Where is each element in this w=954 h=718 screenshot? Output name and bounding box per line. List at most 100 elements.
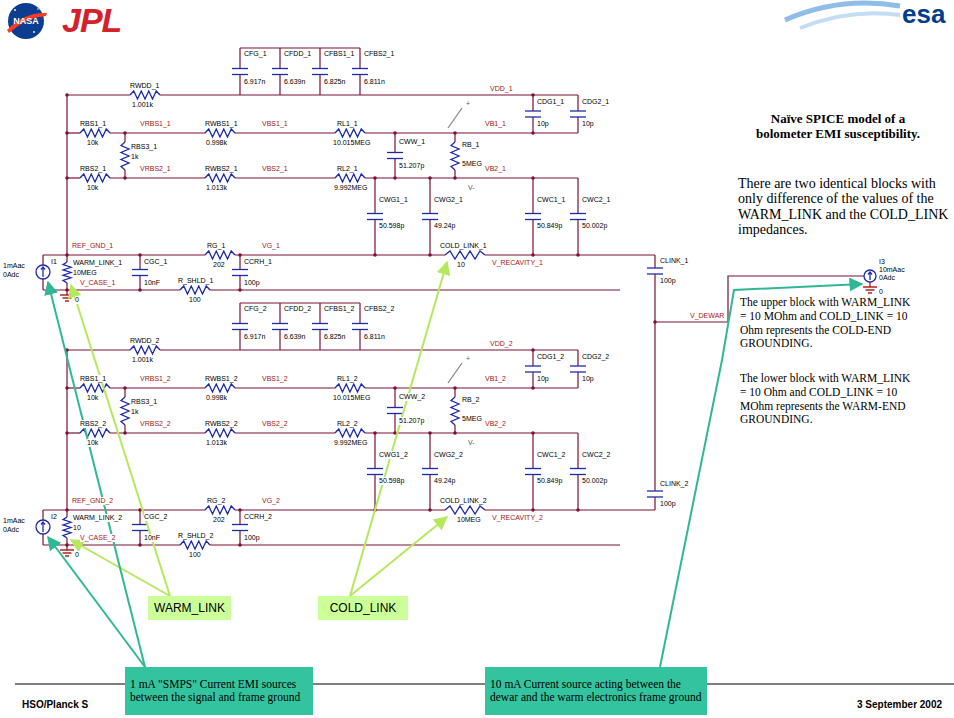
component-label: 49.24p <box>434 222 455 230</box>
leader-lines <box>48 262 862 667</box>
capacitor-symbol <box>352 74 368 75</box>
capacitor-symbol <box>525 116 541 117</box>
component-label: 10MEG <box>73 269 97 277</box>
wire <box>67 349 130 350</box>
current-source-arrow <box>41 267 45 270</box>
note-text: The lower block with WARM_LINK = 10 Ohm … <box>740 372 918 427</box>
net-name: VB2_1 <box>485 165 506 173</box>
wire <box>654 497 655 510</box>
component-label: CLINK_2 <box>660 480 688 488</box>
capacitor-symbol <box>367 213 383 214</box>
wire <box>654 274 655 322</box>
capacitor-symbol <box>272 68 288 69</box>
component-label: 100p <box>660 277 676 285</box>
current-source-symbol <box>36 520 50 534</box>
wire <box>239 255 240 270</box>
component-label: 1.001k <box>132 356 153 364</box>
component-label: 0Adc <box>3 271 19 279</box>
wire <box>235 509 445 510</box>
junction-dot <box>393 131 397 135</box>
capacitor-symbol <box>570 110 586 111</box>
resistor-symbol <box>130 91 160 99</box>
wire <box>239 531 240 546</box>
capacitor-symbol <box>525 365 541 366</box>
component-label: 1k <box>131 153 138 161</box>
ground-symbol <box>65 555 69 556</box>
wire <box>235 254 445 255</box>
wire <box>67 387 80 388</box>
net-name: VB1_2 <box>485 375 506 383</box>
wire <box>869 282 870 287</box>
wire <box>239 303 240 324</box>
component-label: CWC2_1 <box>582 196 610 204</box>
wire <box>239 276 240 291</box>
component-label: CDG1_1 <box>537 98 564 106</box>
component-label: CFBS1_1 <box>324 50 354 58</box>
component-label: CWC1_2 <box>537 451 565 459</box>
component-label: 6.825n <box>324 333 345 341</box>
net-name: VRBS1_1 <box>140 120 171 128</box>
capacitor-symbol <box>422 474 438 475</box>
wire <box>66 95 67 255</box>
junction-dot <box>531 431 535 435</box>
net-name: VRBS2_1 <box>140 165 171 173</box>
component-label: RWBS2_2 <box>205 420 238 428</box>
junction-dot <box>428 253 432 257</box>
nasa-star <box>37 8 39 10</box>
component-label: 1.013k <box>206 184 227 192</box>
component-label: 6.917n <box>244 78 265 86</box>
control-lead <box>448 363 462 383</box>
capacitor-symbol <box>367 474 383 475</box>
component-label: 0Adc <box>3 526 19 534</box>
note-text: The upper block with WARM_LINK = 10 MOhm… <box>740 296 918 351</box>
component-label: RWBS2_1 <box>205 165 238 173</box>
component-label: 5MEG <box>462 160 482 168</box>
net-name: VBS1_1 <box>262 120 288 128</box>
capacitor-symbol <box>525 219 541 220</box>
footer-text: HSO/Planck S <box>22 699 88 711</box>
junction-dot <box>393 176 397 180</box>
junction-dot <box>65 431 69 435</box>
wire <box>235 177 335 178</box>
junction-dot <box>453 431 457 435</box>
wire <box>240 47 360 48</box>
component-label: RBS2_2 <box>80 420 106 428</box>
junction-dot <box>138 288 142 292</box>
junction-dot <box>65 253 69 257</box>
wire <box>139 255 140 270</box>
capacitor-symbol <box>272 323 288 324</box>
wire <box>240 302 360 303</box>
junction-dot <box>428 176 432 180</box>
wire <box>532 433 533 469</box>
component-label: 9.992MEG <box>334 184 367 192</box>
capacitor-symbol <box>232 323 248 324</box>
component-label: 0.998k <box>206 139 227 147</box>
capacitor-symbol <box>387 152 403 153</box>
junction-dot <box>531 131 535 135</box>
junction-dot <box>65 508 69 512</box>
resistor-symbol <box>180 541 210 549</box>
component-label: CLINK_1 <box>660 257 688 265</box>
capacitor-symbol <box>132 269 148 270</box>
component-label: CWG2_1 <box>434 196 463 204</box>
component-label: 6.639n <box>284 333 305 341</box>
wire <box>359 303 360 324</box>
net-name: VDD_1 <box>490 85 513 93</box>
capacitor-symbol <box>647 273 663 274</box>
pin-mark: V- <box>468 439 475 447</box>
wire <box>577 475 578 511</box>
component-label: 1.013k <box>206 439 227 447</box>
callout-text: COLD_LINK <box>330 601 397 615</box>
component-label: RL2_1 <box>337 165 358 173</box>
capacitor-symbol <box>525 371 541 372</box>
wire <box>532 350 533 366</box>
component-label: RG_1 <box>207 242 225 250</box>
component-label: CWW_2 <box>399 393 425 401</box>
wire <box>239 330 240 351</box>
net-name: V_RECAVITY_2 <box>492 514 543 522</box>
junction-dot <box>123 431 127 435</box>
leader-line <box>350 262 447 596</box>
wire <box>394 388 395 408</box>
footer-text: 3 September 2002 <box>857 699 942 711</box>
wire <box>160 349 578 350</box>
